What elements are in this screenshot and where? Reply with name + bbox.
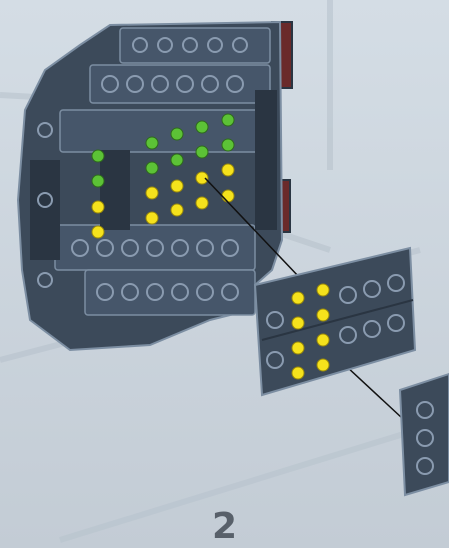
assembled-module (16, 20, 293, 352)
module-recesses (30, 90, 277, 260)
module-studs (37, 37, 248, 301)
plate-with-yellow-studs (253, 246, 417, 397)
yellow-studs (91, 163, 235, 239)
module-plates (54, 27, 271, 316)
step-number: 2 (211, 506, 238, 547)
green-studs (91, 113, 235, 188)
plate-small (398, 372, 449, 497)
